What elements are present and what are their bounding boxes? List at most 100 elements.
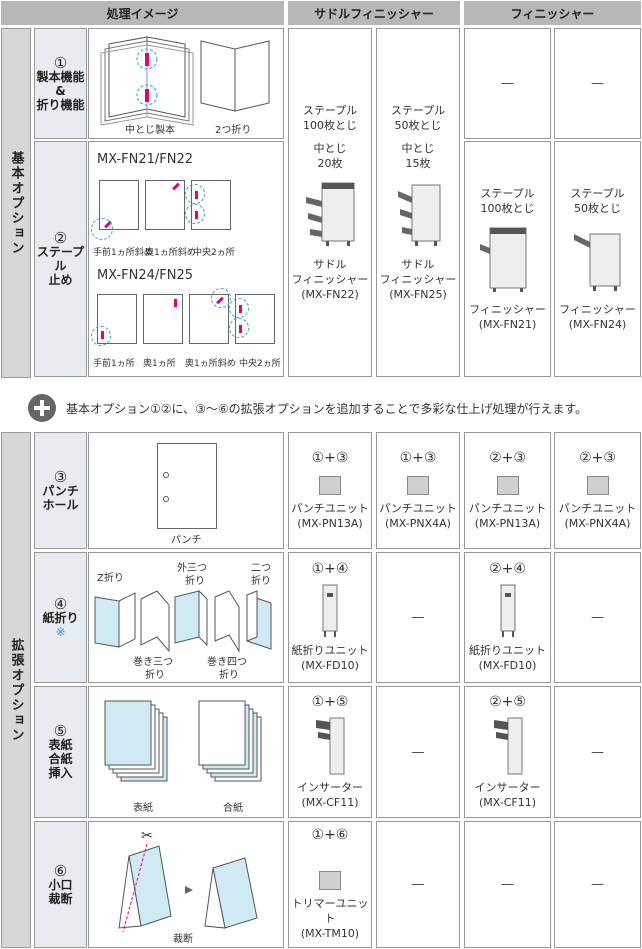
cell-fn21: ステープル 100枚とじ フィニッシャー (MX-FN21) [464,141,551,377]
staple-circle-b4b [229,318,249,338]
fn22-line2: 100枚とじ [303,119,357,132]
row5-label-line2: 合紙 [48,752,73,766]
staple-label-a3: 中央2ヵ所 [193,248,235,258]
r3c3-model: (MX-PN13A) [474,516,541,530]
group-basic-label: 基本オプション [8,150,24,256]
staple-circle-b3 [211,288,231,308]
cell-r6-c4: — [554,821,641,948]
r4c1-model: (MX-FD10) [301,659,359,672]
cover-label: 表紙 [133,803,153,814]
row6-label: ⑥ 小口 裁断 [34,821,87,948]
fn25-model: (MX-FN25) [389,288,447,301]
fold-roll4-label-2: 折り [219,670,239,681]
fn25-mid1: 中とじ [401,142,435,155]
fold-half-label-1: 二つ [251,563,271,574]
group-extended-label: 拡張オプション [8,637,24,743]
fn24-name1: フィニッシャー [559,303,636,316]
dash-r6c2: — [411,877,425,892]
fn22-name1: サドル [313,258,347,271]
fn22-line1: ステープル [302,104,358,117]
row1-image: 中とじ製本 2つ折り [88,28,284,139]
finisher-icon [479,227,526,292]
punch-label: パンチ [171,535,202,546]
row5-label-line3: 挿入 [48,766,73,780]
r3c4-name: パンチユニット [558,501,637,515]
half-fold-label: 2つ折り [215,125,252,136]
staple-circle-a1 [91,218,113,240]
r3c1-model: (MX-PN13A) [297,516,363,530]
dash-r5c2: — [411,744,425,760]
fn24-line1: ステープル [570,187,625,200]
r3c2-combo: ①+③ [399,449,437,466]
header-process-label: 処理イメージ [106,6,179,21]
fn21-name1: フィニッシャー [469,303,546,316]
staple-circle-b1 [91,326,111,346]
fn21-line2: 100枚とじ [480,202,535,215]
row4-image: Z折り 外三つ 折り 二つ 折り 巻き三つ 折り 巻き四つ 折り [88,552,284,683]
svg-text:✂: ✂ [141,828,153,844]
trim-label: 裁断 [173,934,193,945]
row4-label: ④ 紙折り ※ [34,552,87,683]
header-saddle-finisher: サドルフィニッシャー [288,1,460,25]
trim-illustration: ✂ [118,828,258,933]
fold-z-label: Z折り [97,573,124,584]
fn21-line1: ステープル [480,187,535,200]
fn22-name2: フィニッシャー [291,273,369,286]
dash-r4c4: — [591,610,604,625]
row3-label-line2: ホール [42,497,79,512]
row4-note-mark: ※ [55,624,66,639]
row2-label: ② ステープル 止め [34,141,87,377]
row6-label-line1: 小口 [48,877,73,892]
row6-image: ✂ 裁断 [88,821,284,948]
fold-outer3-label-2: 折り [185,576,205,587]
cell-finisher-r1-b: — [554,28,641,139]
group-extended-options: 拡張オプション [1,432,31,948]
punch-unit-icon [319,475,341,495]
interleave-label: 合紙 [223,803,243,814]
fn22-model: (MX-FN22) [301,288,359,301]
row2-label-line1: ステープル [36,245,85,273]
r3c2-name: パンチユニット [379,501,457,515]
cell-r5-c3: ②+⑤ インサーター (MX-CF11) [464,686,551,818]
cell-r6-c1: ①+⑥ トリマーユニット (MX-TM10) [288,821,372,948]
fold-outer3-label-1: 外三つ [177,563,207,574]
folding-unit-icon [500,584,515,637]
header-saddle-label: サドルフィニッシャー [314,6,434,21]
row5-label-line1: 表紙 [48,738,73,752]
row6-label-line2: 裁断 [48,891,73,906]
r3c3-name: パンチユニット [468,501,547,515]
r4c1-name: 紙折りユニット [291,644,369,657]
punch-unit-icon [496,475,519,495]
cell-r6-c3: — [464,821,551,948]
r5c3-combo: ②+⑤ [489,693,526,710]
cell-r4-c4: — [554,552,641,683]
dash-r1b: — [591,76,604,91]
row1-label-line2: & [55,83,66,98]
notice-text: 基本オプション①②に、③〜⑥の拡張オプションを追加することで多彩な仕上げ処理が行… [66,402,588,416]
staple-label-b1: 手前1ヵ所 [93,359,135,369]
row4-label-line1: 紙折り [42,610,79,625]
staple-label-b3: 奥1ヵ所斜め [185,359,236,369]
staple-label-b2: 奥1ヵ所 [143,359,176,369]
row2-label-line2: 止め [48,273,73,287]
punch-unit-icon [586,475,609,495]
r3c4-model: (MX-PNX4A) [564,516,631,530]
inserter-icon [493,717,522,774]
row1-label: ① 製本機能 & 折り機能 [34,28,87,139]
staple-label-a2: 奥1ヵ所斜め [145,248,196,258]
row2-number: ② [53,229,68,247]
fn21-model: (MX-FN21) [478,318,537,331]
trimmer-unit-icon [319,871,341,890]
row5-number: ⑤ [53,722,68,740]
r4c3-name: 紙折りユニット [469,644,546,657]
staple-model-b: MX-FN24/FN25 [97,268,194,283]
cell-r4-c3: ②+④ 紙折りユニット (MX-FD10) [464,552,551,683]
cell-r3-c2: ①+③ パンチユニット (MX-PNX4A) [376,432,460,549]
cell-r5-c4: — [554,686,641,818]
booklet-label: 中とじ製本 [125,125,175,136]
cell-r5-c1: ①+⑤ インサーター (MX-CF11) [288,686,372,818]
fn25-name1: サドル [401,258,435,271]
r5c1-name: インサーター [297,780,363,794]
cell-r4-c2: — [376,552,460,683]
header-finisher: フィニッシャー [464,1,641,25]
